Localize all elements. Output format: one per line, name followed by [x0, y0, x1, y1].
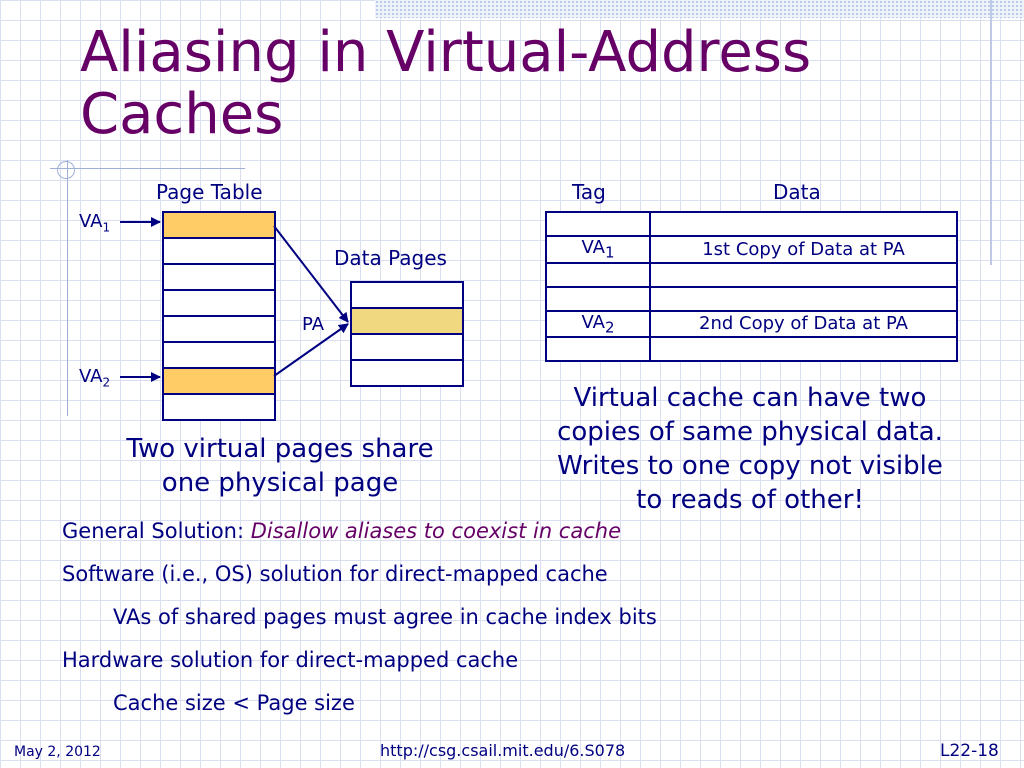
- cache-data-cell: 2nd Copy of Data at PA: [649, 309, 958, 339]
- data-page: [350, 359, 464, 387]
- cache-row: [545, 285, 958, 312]
- cache-caption-line-4: to reads of other!: [636, 485, 864, 515]
- page-table-entry-va1: [162, 211, 276, 237]
- cache-data-cell: [649, 336, 958, 363]
- tag-subscript: 1: [604, 243, 615, 262]
- cache-row: VA2 2nd Copy of Data at PA: [545, 309, 958, 339]
- page-table-entry-va2: [162, 367, 276, 393]
- data-pages-label: Data Pages: [334, 246, 447, 270]
- bullet-general-solution: General Solution: Disallow aliases to co…: [62, 519, 621, 543]
- right-decorative-line: [990, 0, 992, 265]
- cache-caption-line-3: Writes to one copy not visible: [557, 451, 943, 481]
- title-line-2: Caches: [80, 82, 284, 147]
- left-diagram-caption: Two virtual pages share one physical pag…: [90, 432, 470, 500]
- va2-to-pa-arrow: [273, 323, 349, 377]
- cache-row: [545, 211, 958, 237]
- virtual-cache-table: VA1 1st Copy of Data at PA VA2 2nd Copy …: [545, 211, 958, 363]
- tag-text: VA: [581, 311, 605, 333]
- data-page: [350, 333, 464, 359]
- page-table-entry: [162, 237, 276, 263]
- cache-tag-cell: VA2: [545, 309, 651, 339]
- tag-text: VA: [581, 237, 605, 258]
- cache-caption-line-2: copies of same physical data.: [557, 417, 943, 447]
- pa-label: PA: [302, 314, 325, 335]
- cache-row: [545, 261, 958, 288]
- page-table-entry: [162, 393, 276, 421]
- footer-date: May 2, 2012: [14, 744, 101, 760]
- cache-tag-cell: [545, 285, 651, 312]
- bullet-general-solution-prefix: General Solution:: [62, 519, 251, 543]
- bullet-software-detail: VAs of shared pages must agree in cache …: [113, 605, 657, 629]
- data-page: [350, 281, 464, 307]
- va1-subscript: 1: [102, 220, 111, 235]
- va1-label: VA1: [79, 211, 110, 235]
- footer-url[interactable]: http://csg.csail.mit.edu/6.S078: [380, 741, 626, 760]
- va2-label: VA2: [79, 366, 110, 390]
- corner-circle-ornament: [57, 161, 75, 179]
- page-table-label: Page Table: [156, 180, 263, 204]
- cache-tag-header: Tag: [572, 180, 606, 204]
- cache-row: [545, 336, 958, 363]
- page-table-entry: [162, 315, 276, 341]
- bullet-software-solution: Software (i.e., OS) solution for direct-…: [62, 562, 608, 586]
- va2-text: VA: [79, 366, 103, 387]
- cache-caption: Virtual cache can have two copies of sam…: [520, 381, 980, 517]
- cache-data-cell: [649, 261, 958, 288]
- va1-text: VA: [79, 211, 103, 232]
- title-line-1: Aliasing in Virtual-Address: [80, 20, 812, 85]
- cache-data-header: Data: [773, 180, 821, 204]
- cache-tag-cell: [545, 336, 651, 363]
- tag-subscript: 2: [604, 318, 615, 337]
- title-underline: [50, 168, 245, 169]
- footer-slide-number: L22-18: [940, 741, 999, 761]
- bullet-hardware-solution: Hardware solution for direct-mapped cach…: [62, 648, 519, 672]
- slide-title: Aliasing in Virtual-Address Caches: [80, 22, 980, 146]
- page-table-entry: [162, 289, 276, 315]
- cache-tag-cell: [545, 261, 651, 288]
- cache-row: VA1 1st Copy of Data at PA: [545, 235, 958, 264]
- cache-data-cell: [649, 211, 958, 237]
- cache-caption-line-1: Virtual cache can have two: [573, 383, 927, 413]
- left-decorative-line: [67, 160, 68, 416]
- page-table-entry: [162, 263, 276, 289]
- bullet-hardware-detail: Cache size < Page size: [113, 691, 355, 715]
- cache-data-cell: 1st Copy of Data at PA: [649, 235, 958, 264]
- cache-tag-cell: [545, 211, 651, 237]
- cache-tag-cell: VA1: [545, 235, 651, 264]
- bullet-general-solution-emphasis: Disallow aliases to coexist in cache: [250, 519, 621, 543]
- top-decorative-band: [375, 0, 1024, 18]
- cache-data-cell: [649, 285, 958, 312]
- left-caption-line-1: Two virtual pages share: [126, 434, 434, 464]
- page-table-entry: [162, 341, 276, 367]
- data-page-pa: [350, 307, 464, 333]
- va1-to-pa-arrow: [273, 225, 349, 323]
- left-caption-line-2: one physical page: [161, 468, 399, 498]
- va2-subscript: 2: [102, 375, 111, 390]
